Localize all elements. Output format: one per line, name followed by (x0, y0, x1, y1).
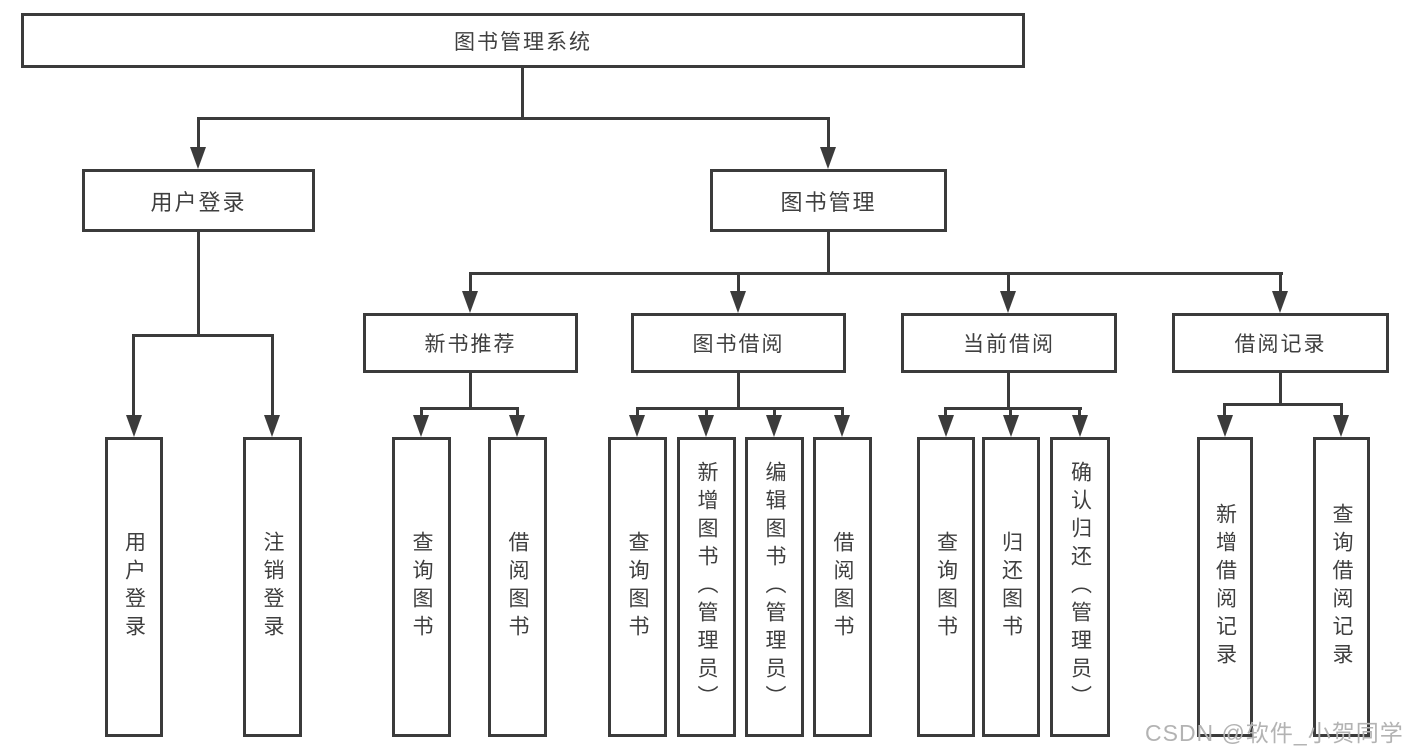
connector-recommend-rail (420, 407, 519, 410)
leaf-add-book-admin: 新增图书（管理员） (677, 437, 736, 737)
leaf-query-books: 查询图书 (392, 437, 451, 737)
connector-drop-leaf-logout (271, 334, 274, 418)
node-borrow-records: 借阅记录 (1172, 313, 1389, 373)
leaf-add-borrow-record: 新增借阅记录 (1197, 437, 1253, 737)
leaf-confirm-return-admin-label: 确认归还（管理员） (1068, 461, 1092, 713)
arrowhead (509, 415, 525, 437)
connector-drop-recommend (469, 272, 472, 293)
arrowhead-leaf-user-login (126, 415, 142, 437)
leaf-query-borrow-record: 查询借阅记录 (1313, 437, 1370, 737)
leaf-add-book-admin-label: 新增图书（管理员） (695, 461, 718, 713)
arrowhead-book-management (820, 147, 836, 169)
node-borrow-records-label: 借阅记录 (1234, 333, 1327, 356)
connector-drop (1078, 407, 1081, 417)
node-book-management-label: 图书管理 (780, 189, 877, 215)
leaf-query-books: 查询图书 (917, 437, 975, 737)
leaf-user-login: 用户登录 (105, 437, 163, 737)
leaf-edit-book-admin: 编辑图书（管理员） (745, 437, 804, 737)
connector-drop-current-borrow (1007, 272, 1010, 293)
connector-drop (1009, 407, 1012, 417)
leaf-logout-login: 注销登录 (243, 437, 302, 737)
csdn-watermark: CSDN @软件_小贺同学 (1145, 720, 1404, 746)
connector-drop (420, 407, 423, 417)
leaf-borrow-books: 借阅图书 (813, 437, 872, 737)
arrowhead-current-borrow (1000, 291, 1016, 313)
node-current-borrow-label: 当前借阅 (963, 333, 1055, 356)
node-book-borrow-label: 图书借阅 (692, 333, 785, 356)
arrowhead (766, 415, 782, 437)
leaf-borrow-books-label: 借阅图书 (831, 531, 854, 643)
connector-currentborrow-rail (944, 407, 1082, 410)
connector-bookborrow-rail (636, 407, 844, 410)
node-user-login: 用户登录 (82, 169, 315, 232)
node-new-book-recommend-label: 新书推荐 (424, 333, 517, 356)
leaf-return-books: 归还图书 (982, 437, 1040, 737)
arrowhead-leaf-logout (264, 415, 280, 437)
connector-drop (636, 407, 639, 417)
connector-drop (773, 407, 776, 417)
connector-drop (1223, 403, 1226, 417)
leaf-query-books: 查询图书 (608, 437, 667, 737)
arrowhead (698, 415, 714, 437)
arrowhead (1003, 415, 1019, 437)
arrowhead (834, 415, 850, 437)
leaf-query-books-label: 查询图书 (626, 531, 649, 643)
connector-drop (944, 407, 947, 417)
leaf-user-login-label: 用户登录 (122, 531, 146, 643)
connector-records-stem (1279, 373, 1282, 406)
leaf-query-books-label: 查询图书 (934, 531, 958, 643)
leaf-edit-book-admin-label: 编辑图书（管理员） (763, 461, 786, 713)
connector-drop-user-login (197, 117, 200, 150)
connector-userlogin-rail (132, 334, 274, 337)
arrowhead (938, 415, 954, 437)
connector-drop-borrow-records (1279, 272, 1282, 293)
node-root-label: 图书管理系统 (454, 30, 592, 54)
connector-bookmgmt-stem (827, 232, 830, 275)
connector-bookborrow-stem (737, 373, 740, 410)
arrowhead (629, 415, 645, 437)
leaf-query-borrow-record-label: 查询借阅记录 (1330, 503, 1353, 671)
connector-drop (705, 407, 708, 417)
connector-recommend-stem (469, 373, 472, 410)
arrowhead (1333, 415, 1349, 437)
connector-root-stem (521, 68, 524, 118)
connector-drop-book-borrow (737, 272, 740, 293)
arrowhead (413, 415, 429, 437)
connector-currentborrow-stem (1007, 373, 1010, 410)
connector-records-rail (1223, 403, 1343, 406)
leaf-add-borrow-record-label: 新增借阅记录 (1213, 503, 1237, 671)
connector-drop-leaf-user-login (132, 334, 135, 418)
node-user-login-label: 用户登录 (150, 189, 247, 215)
connector-drop-book-management (827, 117, 830, 150)
arrowhead-book-borrow (730, 291, 746, 313)
leaf-borrow-books-label: 借阅图书 (506, 531, 529, 643)
arrowhead-borrow-records (1272, 291, 1288, 313)
arrowhead (1217, 415, 1233, 437)
connector-level2-rail (197, 117, 830, 120)
node-current-borrow: 当前借阅 (901, 313, 1117, 373)
leaf-borrow-books: 借阅图书 (488, 437, 547, 737)
leaf-query-books-label: 查询图书 (410, 531, 433, 643)
arrowhead-recommend (462, 291, 478, 313)
node-book-management: 图书管理 (710, 169, 947, 232)
arrowhead-user-login (190, 147, 206, 169)
connector-drop (841, 407, 844, 417)
connector-drop (516, 407, 519, 417)
connector-drop (1340, 403, 1343, 417)
connector-userlogin-stem (197, 232, 200, 337)
connector-level3-rail (469, 272, 1283, 275)
leaf-confirm-return-admin: 确认归还（管理员） (1050, 437, 1110, 737)
leaf-logout-login-label: 注销登录 (261, 531, 284, 643)
node-root: 图书管理系统 (21, 13, 1025, 68)
node-book-borrow: 图书借阅 (631, 313, 846, 373)
leaf-return-books-label: 归还图书 (999, 531, 1023, 643)
arrowhead (1072, 415, 1088, 437)
node-new-book-recommend: 新书推荐 (363, 313, 578, 373)
